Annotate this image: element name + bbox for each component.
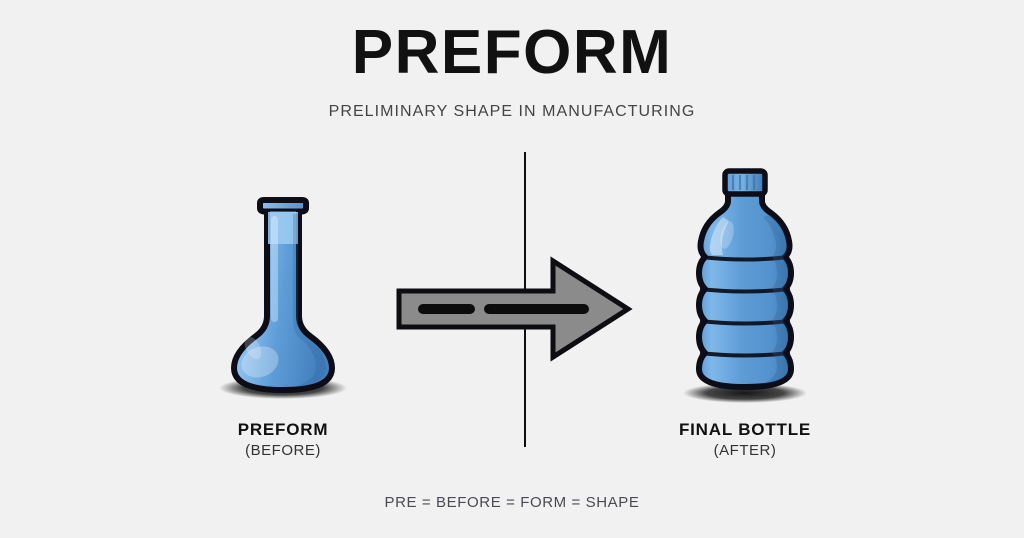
plastic-bottle-icon [683,168,807,403]
footer-equation-note: PRE = BEFORE = FORM = SHAPE [384,494,640,511]
transform-arrow [392,250,636,368]
bottle-shadow [683,383,807,403]
preform-side-shading [293,214,326,387]
final-bottle-caption-subtitle: (AFTER) [713,442,777,459]
preform-caption-subtitle: (BEFORE) [245,442,321,459]
page-title: PREFORM [351,18,673,87]
preform-neck-highlight-fill [268,212,298,244]
arrow-dash-2 [484,304,589,314]
final-bottle-figure [665,165,825,405]
preform-caption-title: PREFORM [237,420,329,439]
preform-flask-icon [219,197,347,399]
bottle-side-shading [763,215,788,384]
preform-bulb-gloss [241,346,279,378]
page-subtitle: PRELIMINARY SHAPE IN MANUFACTURING [328,103,696,120]
right-arrow-icon [396,256,633,362]
preform-figure [198,196,368,406]
bottle-cap [722,168,768,197]
preform-body [231,197,335,393]
bottle-cap-ribs [731,175,756,190]
final-bottle-caption-title: FINAL BOTTLE [678,420,812,439]
bottle-rib-lines [699,255,791,358]
preform-neck-gloss [271,216,278,322]
bottle-shoulder-gloss [709,217,729,255]
preform-bulb-gloss-small [244,336,262,360]
arrow-dash-1 [418,304,475,314]
bottle-gloss-streak [720,221,734,249]
